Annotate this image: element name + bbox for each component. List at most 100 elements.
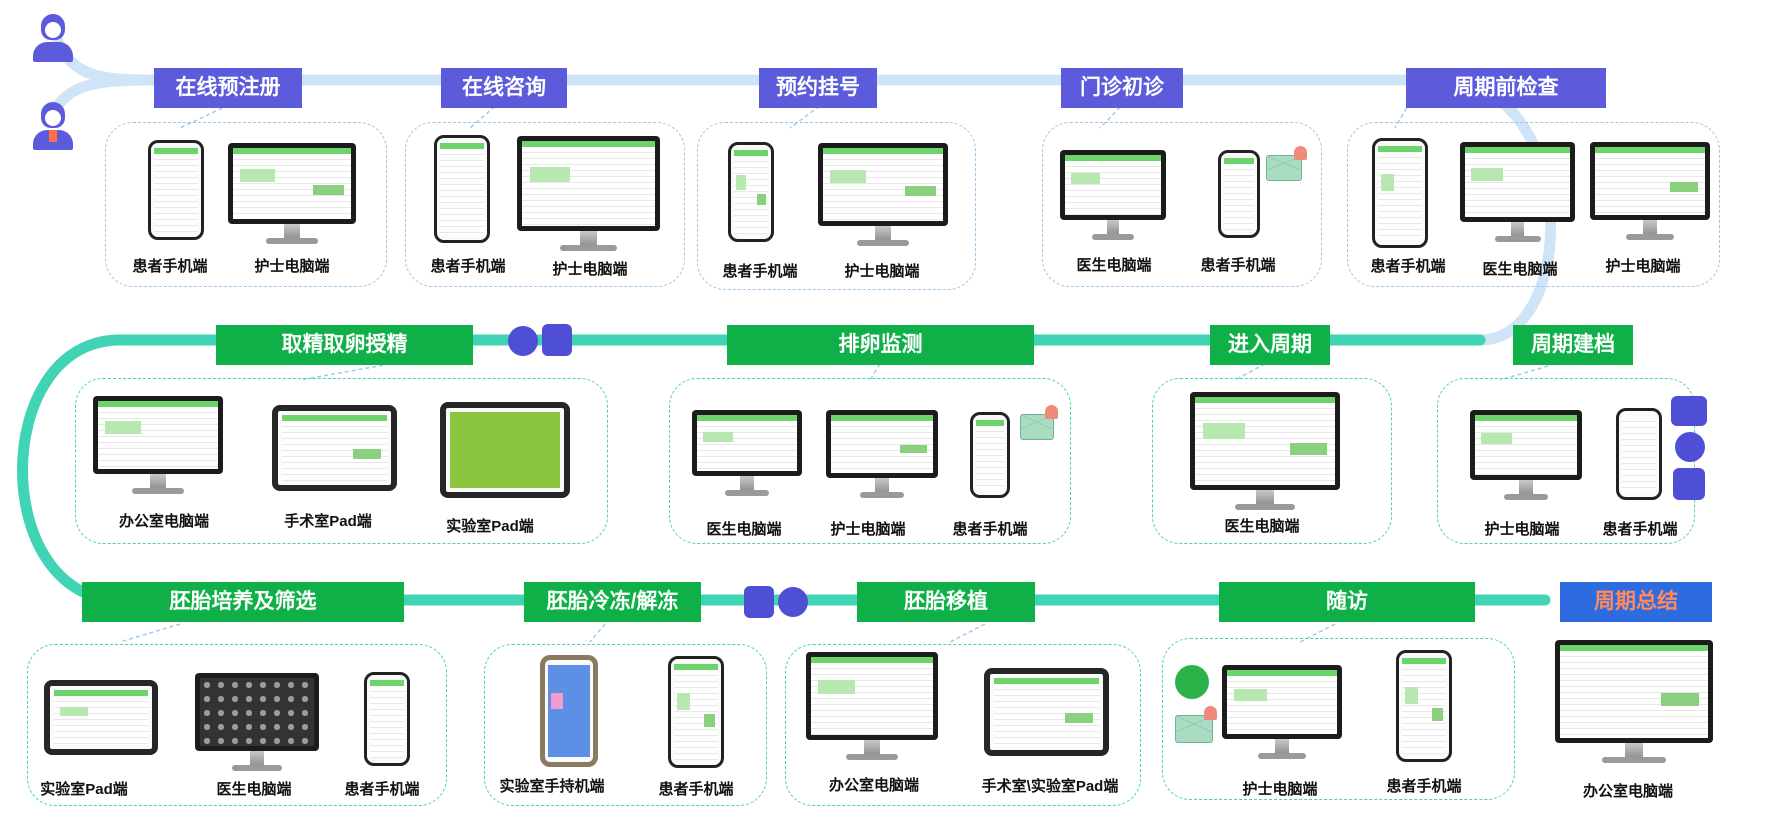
device-label: 护士电脑端 bbox=[1605, 258, 1681, 275]
office-pc-device bbox=[806, 652, 938, 762]
patient-phone-device bbox=[668, 656, 724, 768]
dashed-connectors bbox=[119, 101, 1556, 643]
device-label: 护士电脑端 bbox=[1484, 521, 1560, 538]
stage-first-visit: 门诊初诊 bbox=[1061, 68, 1183, 108]
nurse-pc-device bbox=[818, 143, 948, 248]
device-label: 医生电脑端 bbox=[1224, 518, 1300, 535]
patient-phone-device bbox=[148, 140, 204, 240]
device-label: 患者手机端 bbox=[722, 263, 798, 280]
device-label: 护士电脑端 bbox=[844, 263, 920, 280]
fingerprint-icon bbox=[542, 324, 572, 356]
patient-phone-device bbox=[1616, 408, 1662, 500]
device-label: 患者手机端 bbox=[952, 521, 1028, 538]
device-label: 实验室Pad端 bbox=[446, 518, 534, 535]
device-group-first-visit bbox=[1042, 122, 1322, 287]
stage-ovulation-monitor: 排卵监测 bbox=[727, 325, 1034, 365]
device-label: 手术室Pad端 bbox=[284, 513, 372, 530]
lab-pad-device bbox=[440, 402, 570, 498]
device-group-follow-up bbox=[1162, 638, 1515, 800]
device-label: 办公室电脑端 bbox=[118, 513, 210, 530]
patient-phone-device bbox=[1396, 650, 1452, 762]
patient-phone-device bbox=[1218, 150, 1260, 238]
bell-icon bbox=[1045, 405, 1058, 419]
stage-online-preregister: 在线预注册 bbox=[154, 68, 302, 108]
device-group-ovulation bbox=[669, 378, 1071, 544]
device-label: 护士电脑端 bbox=[1242, 781, 1318, 798]
face-recognition-icon bbox=[778, 587, 808, 617]
nurse-pc-device bbox=[1222, 665, 1342, 761]
device-label: 患者手机端 bbox=[344, 781, 420, 798]
device-group-transfer bbox=[785, 644, 1141, 806]
doctor-pc-device bbox=[1060, 150, 1166, 242]
patient-phone-device bbox=[434, 135, 490, 243]
device-label: 实验室手持机端 bbox=[499, 778, 605, 795]
device-label: 患者手机端 bbox=[1386, 778, 1462, 795]
device-group-appointment bbox=[697, 122, 976, 290]
device-label: 手术室\实验室Pad端 bbox=[981, 778, 1119, 795]
stage-appointment: 预约挂号 bbox=[759, 68, 877, 108]
lab-pad-device bbox=[44, 680, 158, 755]
patient-phone-device bbox=[728, 142, 774, 242]
fingerprint-icon bbox=[744, 586, 774, 618]
stage-cycle-archive: 周期建档 bbox=[1513, 325, 1633, 365]
device-label: 患者手机端 bbox=[658, 781, 734, 798]
device-group-culture bbox=[27, 644, 447, 806]
stage-follow-up: 随访 bbox=[1219, 582, 1475, 622]
nurse-pc-device bbox=[228, 143, 356, 246]
doctor-pc-device bbox=[195, 673, 319, 773]
lab-handheld-device bbox=[540, 655, 598, 767]
device-group-consult bbox=[405, 122, 685, 287]
stage-embryo-culture: 胚胎培养及筛选 bbox=[82, 582, 404, 622]
device-label: 办公室电脑端 bbox=[828, 777, 920, 794]
nurse-pc-device bbox=[826, 410, 938, 500]
doctor-pc-device bbox=[692, 410, 802, 498]
device-label: 医生电脑端 bbox=[706, 521, 782, 538]
office-pc-device bbox=[93, 396, 223, 496]
device-label: 医生电脑端 bbox=[1482, 261, 1558, 278]
patient-male-icon bbox=[30, 100, 76, 150]
device-group-enter-cycle bbox=[1152, 378, 1392, 544]
device-group-retrieval bbox=[75, 378, 608, 544]
fingerprint-icon bbox=[1673, 468, 1705, 500]
upper-path-branch bbox=[49, 74, 156, 116]
doctor-pc-device bbox=[1190, 392, 1340, 512]
stage-embryo-freeze: 胚胎冷冻/解冻 bbox=[524, 582, 701, 622]
device-label: 护士电脑端 bbox=[830, 521, 906, 538]
device-label: 患者手机端 bbox=[1200, 257, 1276, 274]
surgery-pad-device bbox=[272, 405, 397, 491]
face-recognition-icon bbox=[1675, 432, 1705, 462]
office-pc-device bbox=[1555, 640, 1713, 765]
device-group-preregister bbox=[105, 122, 387, 287]
device-label: 护士电脑端 bbox=[254, 258, 330, 275]
device-label: 患者手机端 bbox=[1370, 258, 1446, 275]
device-label: 护士电脑端 bbox=[552, 261, 628, 278]
bell-icon bbox=[1294, 146, 1307, 160]
phone-call-icon bbox=[1175, 665, 1209, 699]
patient-phone-device bbox=[970, 412, 1010, 498]
device-label: 患者手机端 bbox=[430, 258, 506, 275]
device-label: 办公室电脑端 bbox=[1582, 783, 1674, 800]
nurse-pc-device bbox=[517, 136, 660, 253]
id-card-icon bbox=[1671, 396, 1707, 426]
device-label: 医生电脑端 bbox=[1076, 257, 1152, 274]
stage-enter-cycle: 进入周期 bbox=[1210, 325, 1330, 365]
stage-egg-sperm-retrieval: 取精取卵授精 bbox=[216, 325, 473, 365]
patient-phone-device bbox=[364, 672, 410, 766]
device-label: 实验室Pad端 bbox=[40, 781, 128, 798]
surgery-lab-pad-device bbox=[984, 668, 1109, 756]
face-recognition-icon bbox=[508, 326, 538, 356]
stage-cycle-summary: 周期总结 bbox=[1560, 582, 1712, 622]
device-group-freeze bbox=[484, 644, 767, 806]
patient-phone-device bbox=[1372, 138, 1428, 248]
stage-embryo-transfer: 胚胎移植 bbox=[857, 582, 1035, 622]
bell-icon bbox=[1204, 706, 1217, 720]
stage-online-consult: 在线咨询 bbox=[441, 68, 567, 108]
nurse-pc-device bbox=[1470, 410, 1582, 502]
doctor-pc-device bbox=[1460, 142, 1575, 244]
device-label: 患者手机端 bbox=[132, 258, 208, 275]
device-label: 患者手机端 bbox=[1602, 521, 1678, 538]
device-label: 医生电脑端 bbox=[216, 781, 292, 798]
device-group-pre-cycle bbox=[1347, 122, 1720, 287]
patient-female-icon bbox=[30, 12, 76, 62]
stage-pre-cycle-exam: 周期前检查 bbox=[1406, 68, 1606, 108]
